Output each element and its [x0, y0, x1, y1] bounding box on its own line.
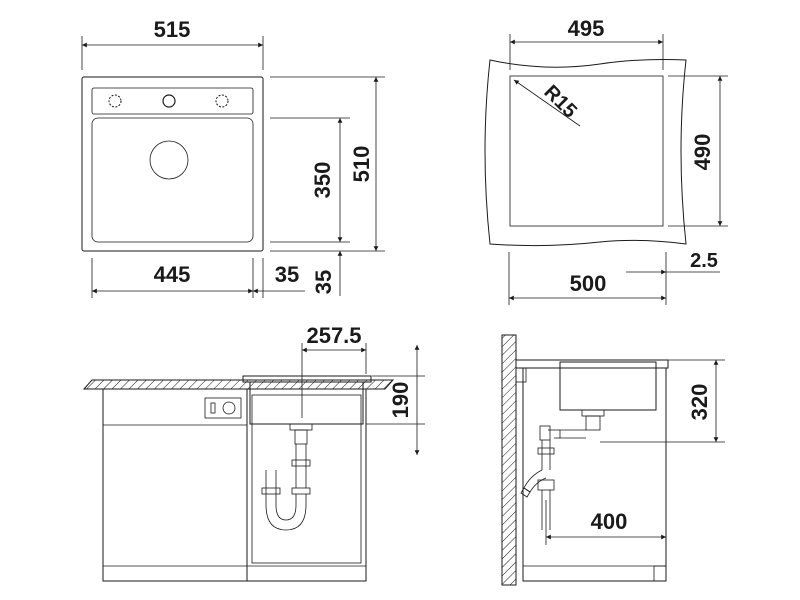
front-elevation: 257.5 190: [82, 323, 425, 582]
tap-hole-right: [215, 94, 229, 108]
cutout-view: R15 495 490 500 2.5: [484, 16, 728, 305]
sink-outline: [81, 76, 264, 252]
wall-section: [501, 334, 517, 586]
side-drain-pipe: [520, 409, 605, 530]
sink-cabinet: [246, 388, 367, 582]
dishwasher-knob-icon: [222, 401, 236, 415]
dim-bowl-depth: 490: [690, 134, 715, 171]
dim-basin-width: 445: [154, 262, 191, 287]
dim-front-margin: 35: [311, 270, 336, 294]
bowl-outline: [509, 75, 664, 227]
side-elevation: 320 400: [501, 334, 725, 586]
dim-corner-radius: R15: [539, 81, 581, 123]
tap-hole-left: [108, 94, 122, 108]
dishwasher-button-icon: [210, 402, 216, 414]
dim-basin-depth: 350: [310, 162, 335, 199]
cabinet-side: [522, 367, 667, 582]
dim-overall-depth: 510: [349, 146, 374, 183]
cutout-outline: [484, 59, 687, 247]
dim-trap-reach: 400: [591, 509, 628, 534]
countertop: [82, 379, 395, 390]
countertop-side: [515, 359, 669, 369]
dim-tolerance: 2.5: [690, 250, 718, 272]
dishwasher-control-panel: [204, 397, 242, 419]
radius-leader: [513, 79, 581, 127]
basin-outline: [91, 117, 254, 243]
drain-hole: [149, 140, 189, 180]
drain-trap: [261, 423, 313, 531]
tap-ledge: [91, 87, 254, 115]
dim-cutout-bottom-width: 500: [570, 271, 607, 296]
dim-drain-offset: 257.5: [306, 323, 361, 348]
dim-bowl-height: 190: [388, 382, 413, 419]
dim-overall-width: 515: [154, 17, 191, 42]
dim-height-to-outlet: 320: [687, 384, 712, 421]
dim-right-margin: 35: [275, 262, 299, 287]
sink-bowl-side: [559, 361, 657, 411]
tap-hole-center: [162, 94, 176, 108]
top-view: 515 510 350 35 445 35: [81, 17, 385, 298]
dim-cutout-top-width: 495: [568, 16, 605, 41]
